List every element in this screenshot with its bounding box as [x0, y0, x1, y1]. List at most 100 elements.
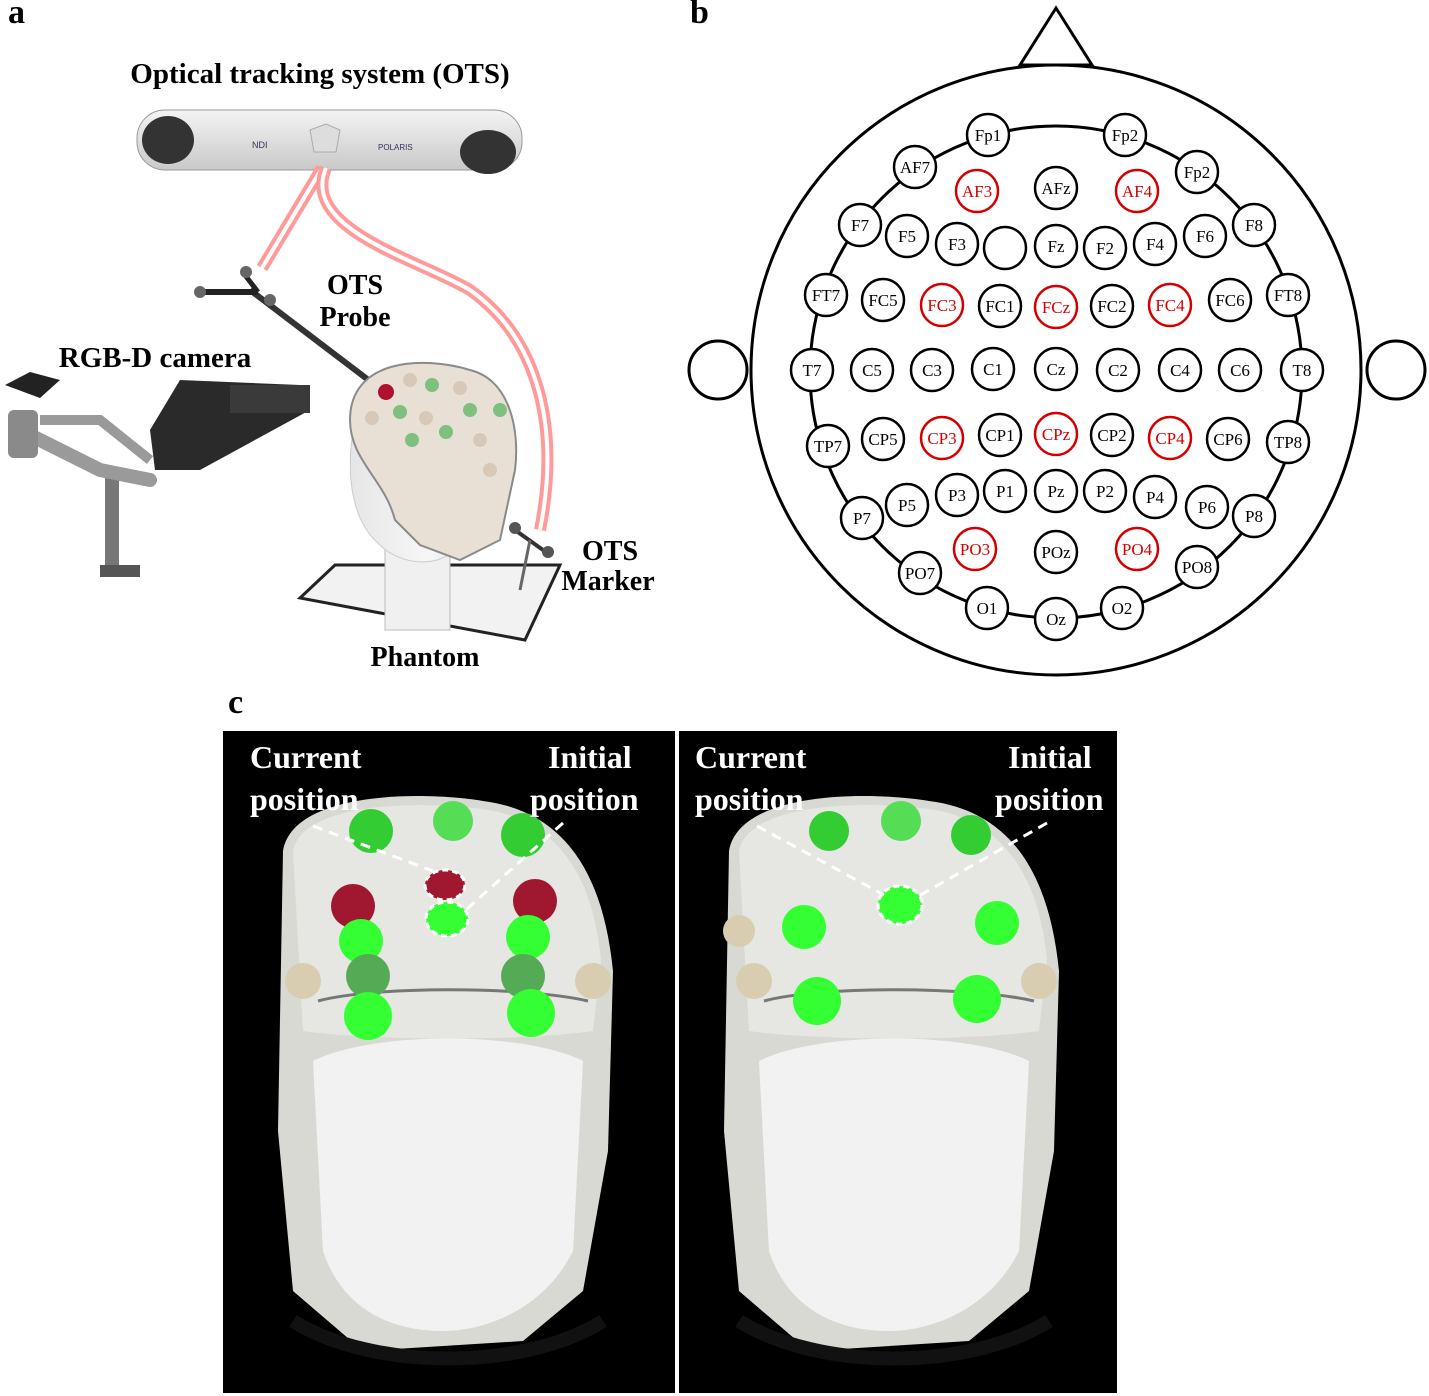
rgbd-camera [5, 372, 310, 577]
left-current-label-2: position [250, 781, 359, 817]
electrode-label: Fp2 [1112, 126, 1138, 145]
electrode-label: C5 [862, 361, 882, 380]
electrode-label: FC2 [1097, 297, 1126, 316]
ots-title: Optical tracking system (OTS) [130, 58, 510, 90]
left-ear [687, 339, 749, 401]
electrode-afz: AFz [1033, 165, 1079, 211]
panel-letter-a: a [8, 0, 25, 31]
electrode-fc4: FC4 [1147, 282, 1193, 328]
electrode-t8: T8 [1279, 347, 1325, 393]
electrode-label: POz [1041, 543, 1071, 562]
electrode-label: FCz [1042, 298, 1071, 317]
electrode-label: C2 [1108, 361, 1128, 380]
ots-probe [194, 266, 377, 388]
left-initial-label-1: Initial [548, 739, 632, 775]
electrode-label: PO7 [905, 564, 936, 583]
electrode-label: FC6 [1215, 291, 1244, 310]
rgbd-view-right [679, 731, 1117, 1393]
right-ear [1365, 339, 1427, 401]
electrode-t7: T7 [789, 347, 835, 393]
electrode-c6: C6 [1217, 347, 1263, 393]
electrode-cp3: CP3 [919, 415, 965, 461]
electrode-c5: C5 [849, 347, 895, 393]
rgbd-camera-label: RGB-D camera [58, 342, 252, 374]
electrode-label: AF4 [1122, 182, 1153, 201]
electrode-af4: AF4 [1114, 168, 1160, 214]
ots-brand-text: NDI [252, 140, 268, 150]
electrode-p2: P2 [1082, 468, 1128, 514]
electrode-f5: F5 [884, 213, 930, 259]
right-initial-label-1: Initial [1008, 739, 1092, 775]
electrode-label: P1 [996, 482, 1014, 501]
ots-marker-label-line2: Marker [561, 566, 655, 597]
electrode-label: P2 [1096, 482, 1114, 501]
electrode-f3: F3 [934, 221, 980, 267]
electrode-tp7: TP7 [805, 423, 851, 469]
electrode-p8: P8 [1231, 493, 1277, 539]
electrode-p1: P1 [982, 468, 1028, 514]
electrode-fc5: FC5 [860, 277, 906, 323]
electrode-label: C6 [1230, 361, 1250, 380]
phantom-head [296, 361, 563, 642]
electrode-label: CPz [1042, 425, 1071, 444]
electrode-fc1: FC1 [977, 283, 1023, 329]
electrode-poz: POz [1033, 529, 1079, 575]
electrode-o1: O1 [964, 585, 1010, 631]
electrode-af3: AF3 [954, 168, 1000, 214]
electrode-c1: C1 [970, 346, 1016, 392]
ots-marker [509, 522, 554, 591]
rgbd-view-left [223, 731, 675, 1393]
ots-model-text: POLARIS [378, 143, 413, 152]
electrode-po7: PO7 [897, 550, 943, 596]
electrode-label: AFz [1041, 179, 1071, 198]
electrode-tp8: TP8 [1265, 419, 1311, 465]
electrode-label: PO8 [1182, 558, 1212, 577]
electrode-label: TP8 [1274, 433, 1302, 452]
left-current-label-1: Current [250, 739, 362, 775]
electrode-label: P3 [948, 486, 966, 505]
electrode-p7: P7 [839, 495, 885, 541]
electrode-f2: F2 [1082, 225, 1128, 271]
electrode-label: FC5 [868, 291, 897, 310]
electrode-c4: C4 [1157, 347, 1203, 393]
electrode-unlabeled [982, 225, 1028, 271]
electrode-label: FT8 [1274, 286, 1302, 305]
electrode-label: CP2 [1097, 426, 1126, 445]
electrode-p6: P6 [1184, 484, 1230, 530]
electrode-po3: PO3 [952, 526, 998, 572]
electrode-fp1: Fp1 [965, 112, 1011, 158]
electrode-label: P8 [1245, 507, 1263, 526]
electrode-label: TP7 [814, 437, 843, 456]
electrode-label: CP6 [1213, 430, 1242, 449]
ots-probe-label-line1: OTS [326, 270, 384, 301]
electrode-fc2: FC2 [1089, 283, 1135, 329]
electrode-label: P6 [1198, 498, 1216, 517]
electrode-cp2: CP2 [1089, 412, 1135, 458]
electrode-label: CP1 [985, 426, 1014, 445]
electrode-cp4: CP4 [1147, 415, 1193, 461]
electrode-fp2: Fp2 [1102, 112, 1148, 158]
right-initial-label-2: position [995, 781, 1104, 817]
electrode-cz: Cz [1033, 346, 1079, 392]
electrode-label: P7 [853, 509, 871, 528]
electrode-cp1: CP1 [977, 412, 1023, 458]
electrode-label: AF3 [962, 182, 992, 201]
panel-letter-c: c [228, 684, 244, 721]
right-current-label-1: Current [695, 739, 807, 775]
electrode-label: F5 [898, 227, 916, 246]
electrode-fc3: FC3 [919, 282, 965, 328]
electrode-label: C4 [1170, 361, 1190, 380]
electrode-ft7: FT7 [803, 272, 849, 318]
electrode-po8: PO8 [1174, 544, 1220, 590]
electrode-label: F8 [1245, 216, 1263, 235]
electrode-label: P4 [1146, 488, 1164, 507]
electrode-cp5: CP5 [860, 416, 906, 462]
electrode-ft8: FT8 [1265, 272, 1311, 318]
electrode-p4: P4 [1132, 474, 1178, 520]
electrode-label: P5 [898, 496, 916, 515]
electrode-label: AF7 [900, 158, 931, 177]
electrode-label: Pz [1048, 482, 1065, 501]
electrode-label: O2 [1112, 599, 1133, 618]
electrode-label: FC1 [985, 297, 1014, 316]
ots-marker-label-line1: OTS [581, 536, 639, 567]
